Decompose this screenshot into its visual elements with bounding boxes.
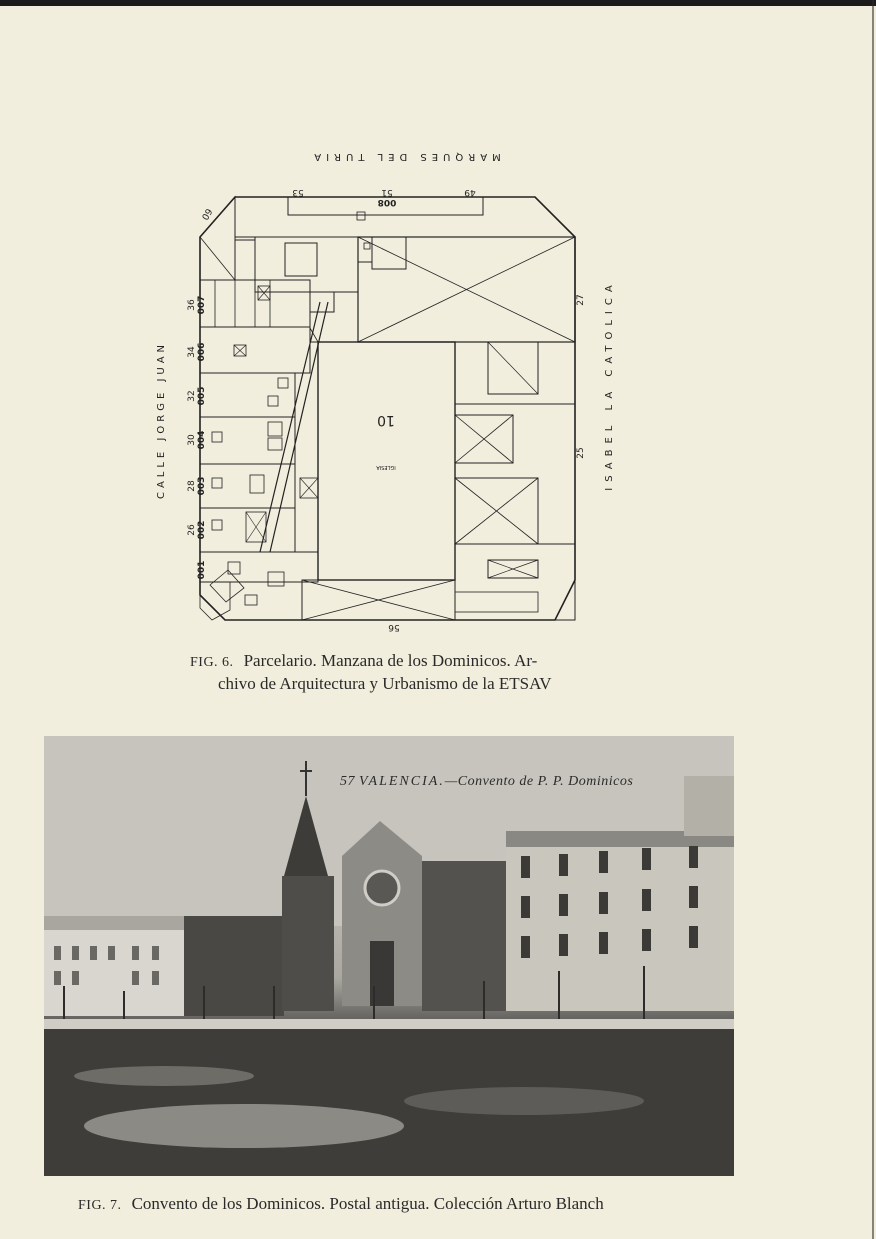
left-lot: 005 [197, 387, 207, 406]
figure-6-caption: FIG. 6. Parcelario. Manzana de los Domini… [190, 650, 610, 694]
left-number: 26 [187, 524, 197, 536]
top-lot: 008 [378, 197, 397, 207]
church-spire [284, 796, 328, 876]
street-left-label: CALLE JORGE JUAN [156, 341, 167, 499]
top-number: 51 [381, 187, 392, 197]
center-label: IGLESIA [376, 464, 396, 470]
center-lot: 10 [377, 412, 395, 428]
figure-7-caption: FIG. 7. Convento de los Dominicos. Postal… [78, 1194, 778, 1214]
figure-6-label: FIG. 6. [190, 655, 234, 670]
scan-top-edge [0, 0, 876, 6]
postcard-number: 57 [340, 774, 355, 789]
left-lot: 003 [197, 477, 207, 496]
church-parcel [317, 341, 456, 581]
convent-building [506, 831, 734, 1011]
left-number: 32 [187, 390, 197, 401]
figure-6-plan: 53 51 49 008 09 MARQUES DEL TURIA CALLE … [150, 140, 640, 640]
left-lot: 006 [197, 343, 207, 362]
left-building [44, 916, 189, 1016]
left-lot: 002 [197, 521, 207, 540]
convent-postcard-image [44, 736, 734, 1176]
right-number: 27 [576, 294, 586, 305]
left-lot: 004 [197, 431, 207, 450]
left-lot: 007 [197, 296, 207, 315]
corner-lot: 09 [201, 207, 216, 222]
postcard-title: —Convento de P. P. Dominicos [444, 774, 634, 789]
postcard-city: VALENCIA. [359, 774, 445, 789]
bottom-number: 56 [388, 622, 400, 632]
block-outline [199, 196, 576, 621]
parcel-plan-drawing: 53 51 49 008 09 MARQUES DEL TURIA CALLE … [156, 151, 615, 632]
postcard-caption: 57 VALENCIA.—Convento de P. P. Dominicos [340, 774, 633, 790]
left-number: 34 [187, 346, 197, 358]
church-tower [282, 876, 334, 1011]
church-facade [342, 821, 422, 1006]
street-top-label: MARQUES DEL TURIA [309, 151, 500, 162]
figure-7-caption-text: Convento de los Dominicos. Postal antigu… [131, 1194, 604, 1213]
top-number: 49 [464, 187, 476, 197]
figure-6-caption-line1: Parcelario. Manzana de los Dominicos. Ar… [243, 651, 538, 670]
right-number: 25 [576, 447, 586, 458]
figure-7-photo: 57 VALENCIA.—Convento de P. P. Dominicos [44, 736, 734, 1176]
left-number: 30 [187, 434, 197, 446]
figure-7-label: FIG. 7. [78, 1198, 122, 1213]
street-right-label: ISABEL LA CATOLICA [604, 279, 615, 490]
left-number: 28 [187, 480, 197, 492]
figure-6-caption-line2: chivo de Arquitectura y Urbanismo de la … [218, 674, 552, 693]
top-number: 53 [292, 187, 303, 197]
left-lot: 001 [197, 561, 207, 580]
scan-right-edge [872, 0, 874, 1239]
left-number: 36 [187, 299, 197, 311]
